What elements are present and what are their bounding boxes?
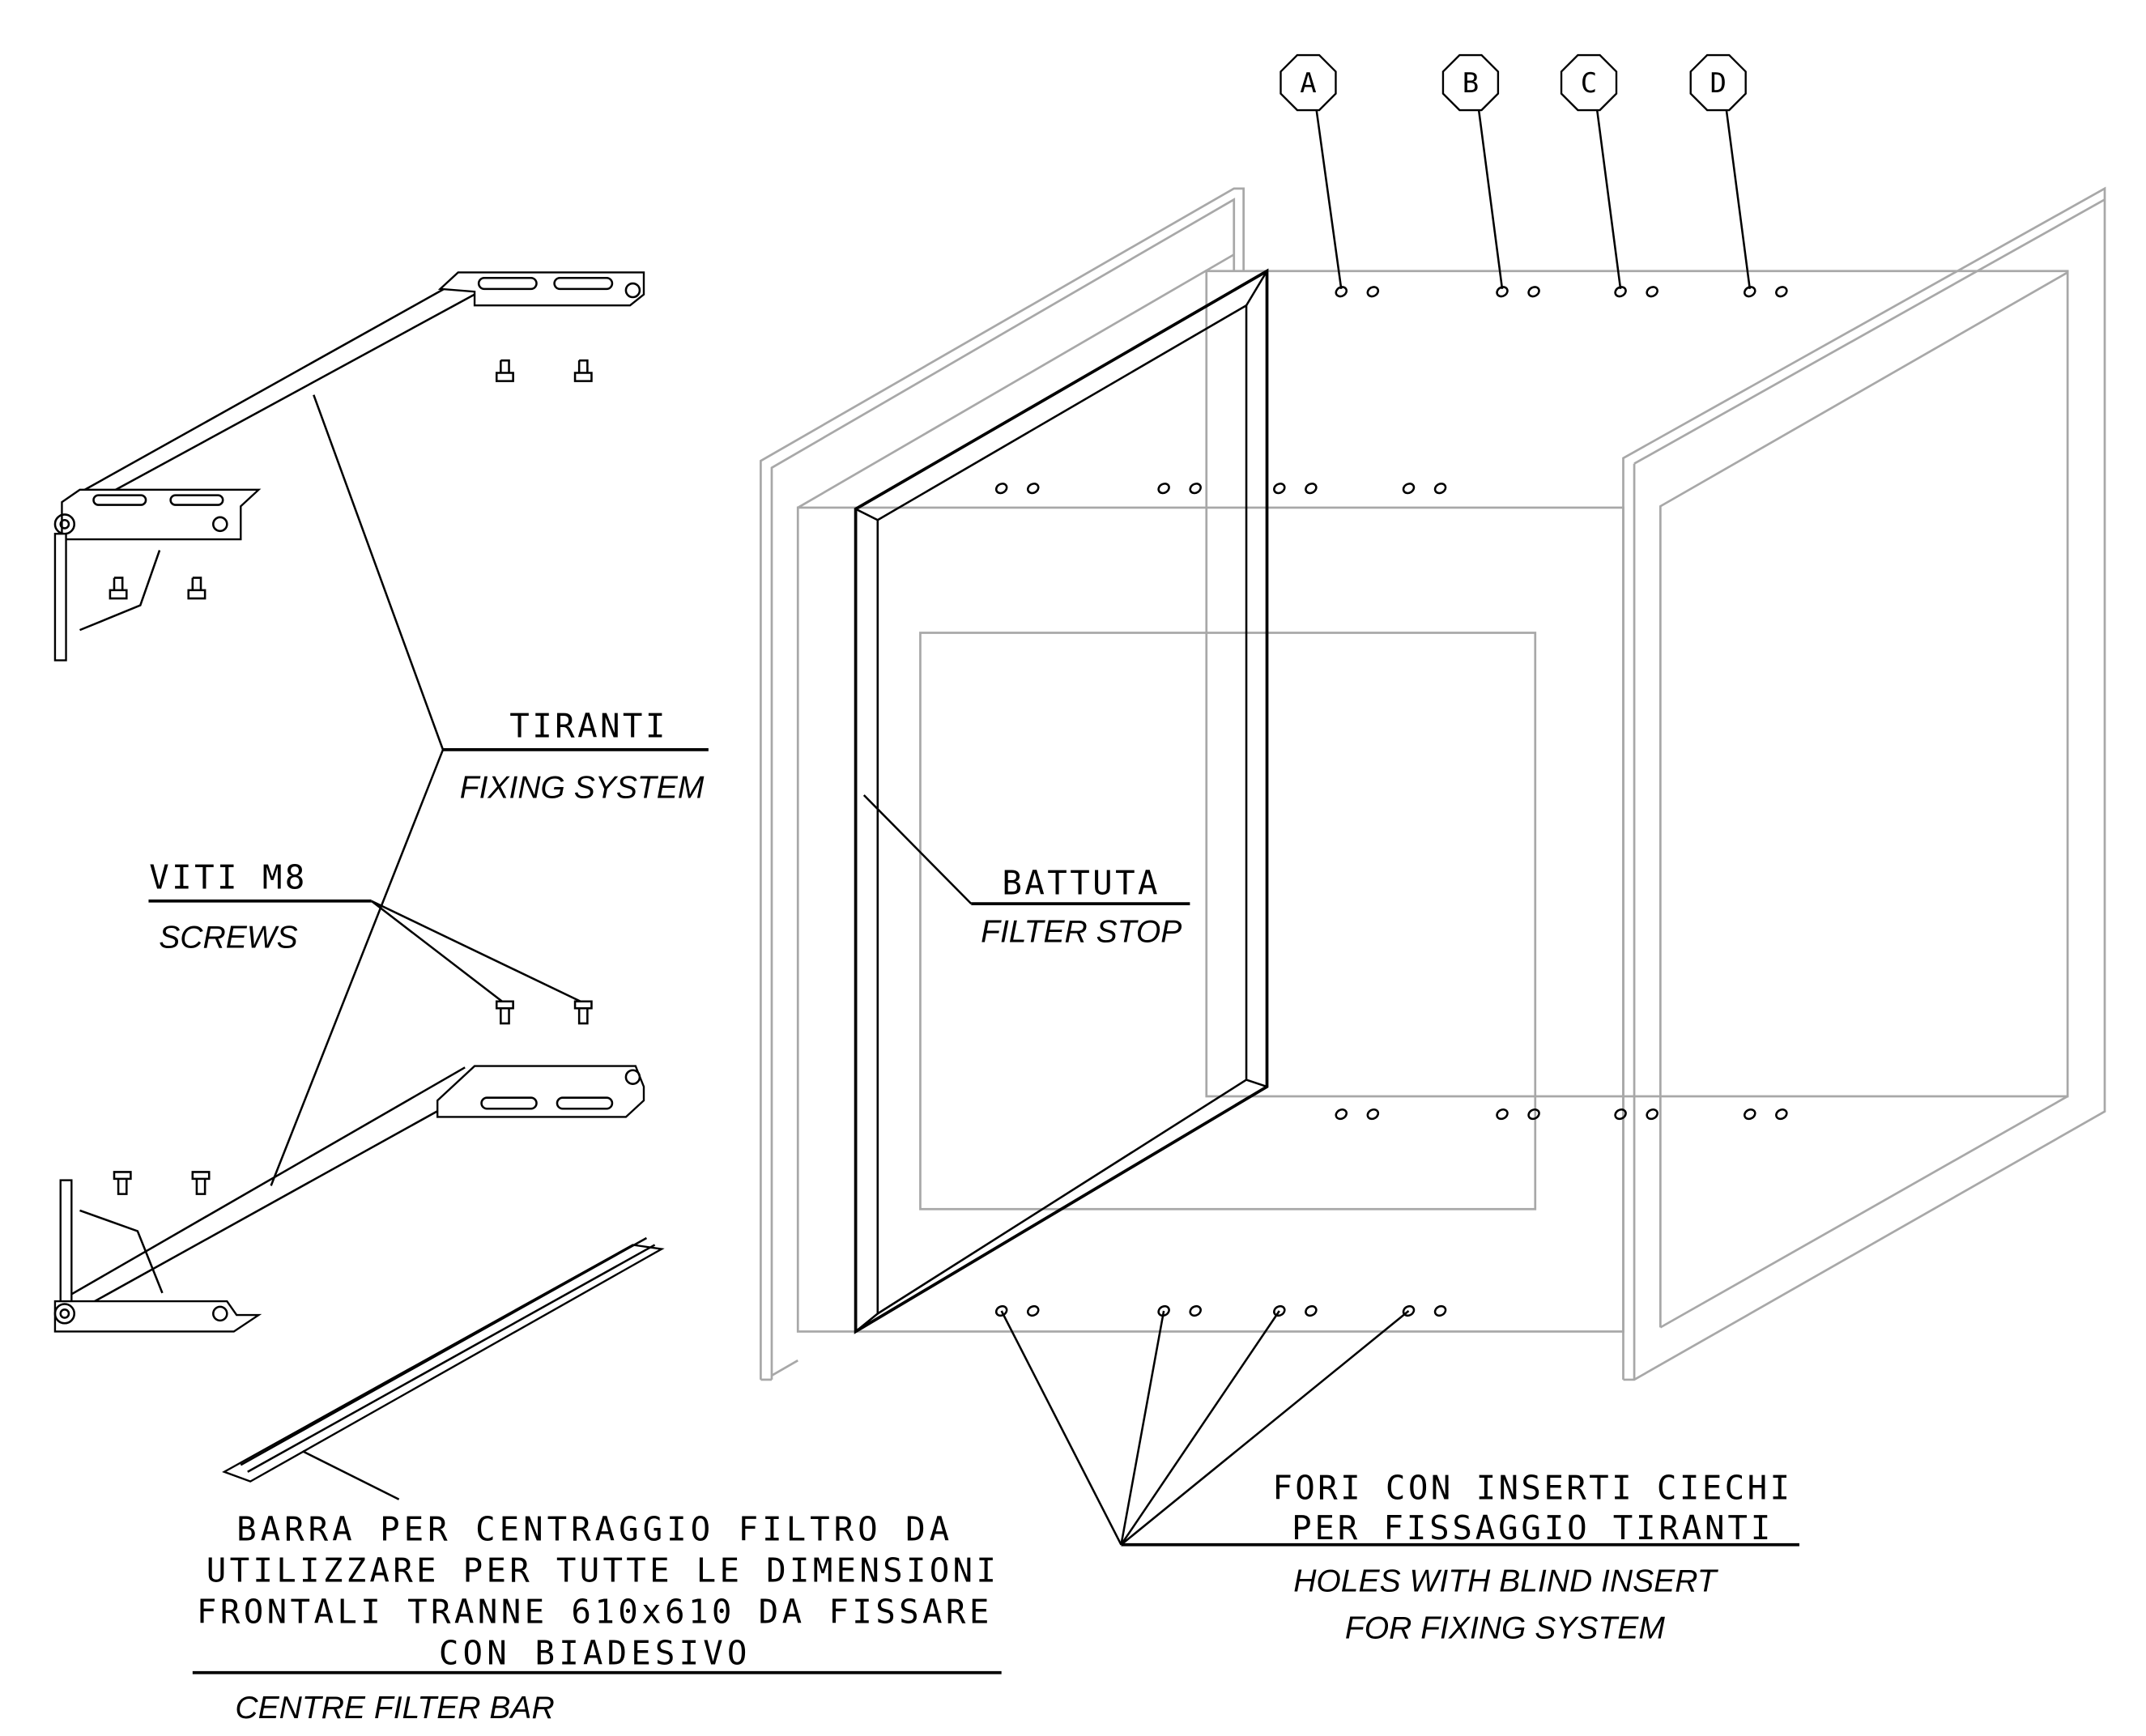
blind-insert-hole [1496, 1108, 1509, 1121]
blind-insert-hole [1433, 483, 1447, 495]
callout-label: A [1300, 67, 1316, 100]
blind-insert-hole [1744, 286, 1756, 298]
blind-insert-hole [1273, 483, 1286, 495]
screw-group [109, 359, 593, 1195]
callout-b: B [1441, 53, 1504, 290]
fixing-bracket-bottom [53, 1065, 645, 1333]
centre-filter-bar [222, 1236, 665, 1483]
barra-line: UTILIZZARE PER TUTTE LE DIMENSIONI [207, 1551, 998, 1590]
fori-line: PER FISSAGGIO TIRANTI [1292, 1508, 1773, 1547]
blind-insert-hole [1335, 1108, 1348, 1121]
housing-frame [760, 186, 2106, 1381]
screw-icon [191, 1171, 211, 1195]
blind-insert-hole [1157, 1304, 1170, 1317]
blind-insert-hole [1402, 483, 1416, 495]
screw-icon [573, 359, 593, 382]
screw-icon [113, 1171, 132, 1195]
callout-label: B [1463, 67, 1479, 100]
filter-stop [854, 268, 1269, 1334]
barra-line: CON BIADESIVO [439, 1634, 750, 1673]
holes-line: FOR FIXING SYSTEM [1345, 1610, 1665, 1645]
blind-insert-hole [1496, 286, 1509, 298]
fixing-bracket-top [53, 271, 645, 662]
screws-label: SCREWS [159, 921, 297, 955]
fori-line: FORI CON INSERTI CIECHI [1272, 1469, 1792, 1508]
callout-c: C [1560, 53, 1622, 290]
blind-insert-hole [1305, 1304, 1318, 1317]
screw-icon [495, 359, 514, 382]
blind-insert-hole [1189, 1304, 1202, 1317]
blind-insert-hole [1775, 286, 1788, 298]
blind-insert-hole [1366, 1108, 1380, 1121]
blind-insert-hole [1157, 483, 1170, 495]
blind-insert-hole [1433, 1304, 1447, 1317]
blind-insert-hole [1189, 483, 1202, 495]
tiranti-label: TIRANTI [509, 707, 668, 746]
callout-d: D [1689, 53, 1752, 290]
blind-insert-hole [1646, 286, 1658, 298]
blind-insert-hole [1744, 1108, 1756, 1121]
blind-insert-hole [1335, 286, 1348, 298]
fixing-system-label: FIXING SYSTEM [460, 770, 705, 805]
blind-insert-hole [1775, 1108, 1788, 1121]
blind-insert-hole [1026, 483, 1040, 495]
blind-insert-hole [1646, 1108, 1658, 1121]
blind-insert-hole [1273, 1304, 1286, 1317]
blind-insert-hole [1026, 1304, 1040, 1317]
viti-label: VITI M8 [149, 857, 308, 896]
screw-icon [495, 1000, 514, 1025]
screw-icon [187, 577, 207, 600]
screw-icon [109, 577, 128, 600]
blind-insert-hole [1366, 286, 1380, 298]
centre-filter-bar-label: CENTRE FILTER BAR [235, 1691, 554, 1725]
holes-line: HOLES WITH BLIND INSERT [1293, 1564, 1719, 1599]
hole-group [994, 286, 1788, 1317]
blind-insert-hole [994, 483, 1008, 495]
callout-label: C [1581, 67, 1597, 100]
blind-insert-hole [1614, 1108, 1627, 1121]
leader-lines [148, 394, 1799, 1674]
blind-insert-hole [1614, 286, 1627, 298]
filter-stop-label: FILTER STOP [981, 915, 1182, 950]
battuta-label: BATTUTA [1002, 863, 1160, 902]
callout-a: A [1280, 53, 1343, 290]
blind-insert-hole [1527, 1108, 1540, 1121]
barra-line: FRONTALI TRANNE 610x610 DA FISSARE [197, 1593, 992, 1632]
callout-label: D [1710, 67, 1726, 100]
barra-line: BARRA PER CENTRAGGIO FILTRO DA [236, 1510, 952, 1549]
blind-insert-hole [1305, 483, 1318, 495]
blind-insert-hole [1527, 286, 1540, 298]
screw-icon [573, 1000, 593, 1025]
